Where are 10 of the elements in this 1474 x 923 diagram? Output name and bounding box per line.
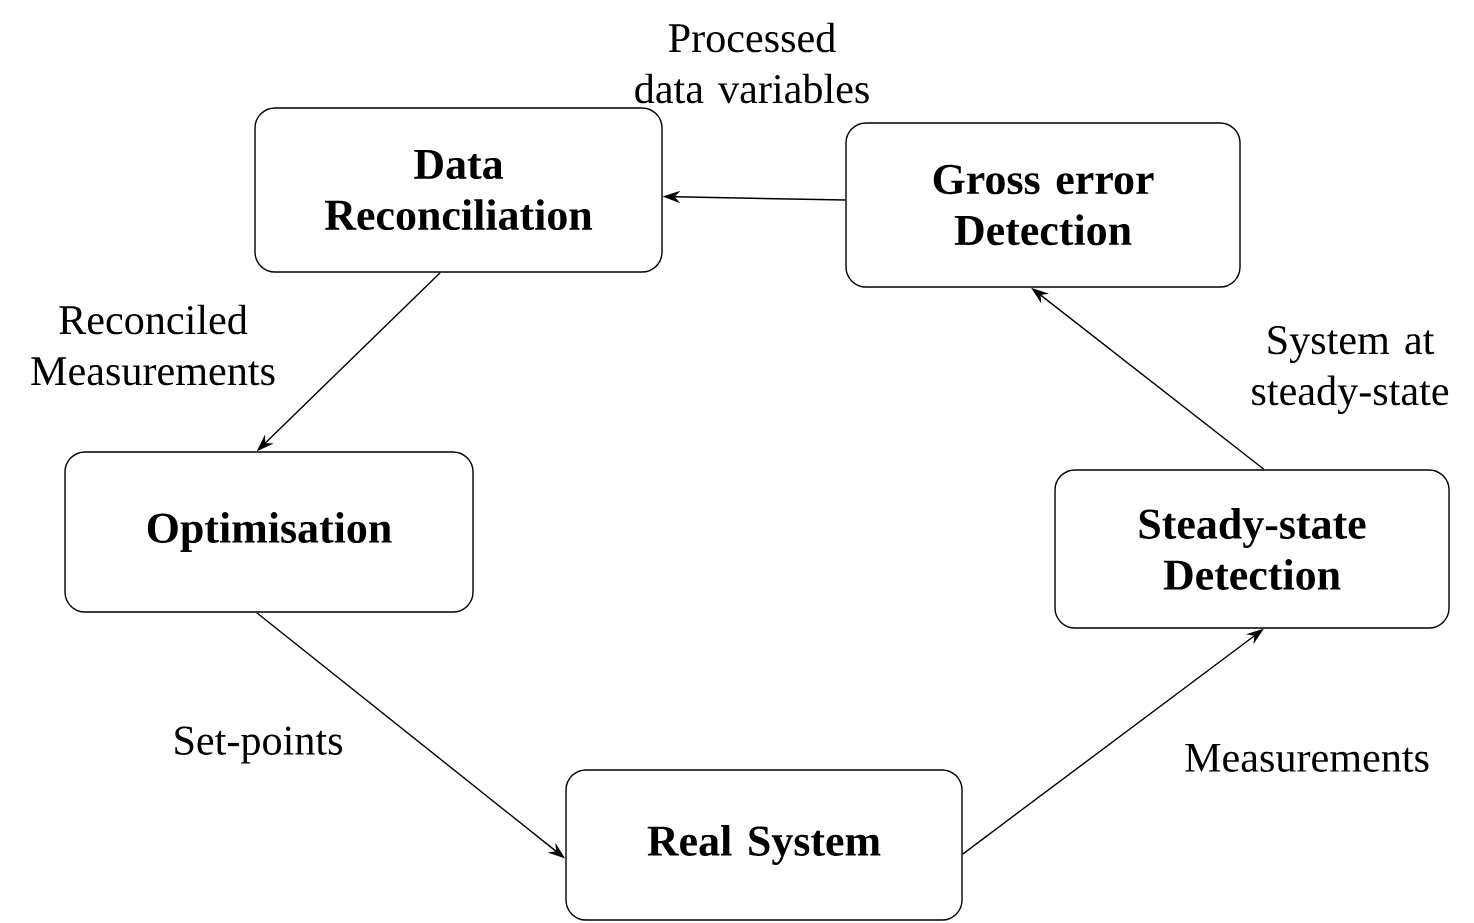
edge-label: Processed data variables — [635, 22, 869, 104]
edge-label: Reconciled Measurements — [31, 304, 275, 386]
edge-label: Set-points — [175, 726, 342, 764]
process-box: Gross error Detection — [845, 122, 1241, 288]
process-box: Steady-state Detection — [1054, 469, 1450, 629]
edge-label: Measurements — [1185, 744, 1429, 772]
process-box: Optimisation — [64, 451, 474, 613]
edge-label: System at steady-state — [1252, 326, 1449, 414]
process-box: Real System — [565, 769, 963, 921]
process-box: Data Reconciliation — [254, 107, 663, 273]
